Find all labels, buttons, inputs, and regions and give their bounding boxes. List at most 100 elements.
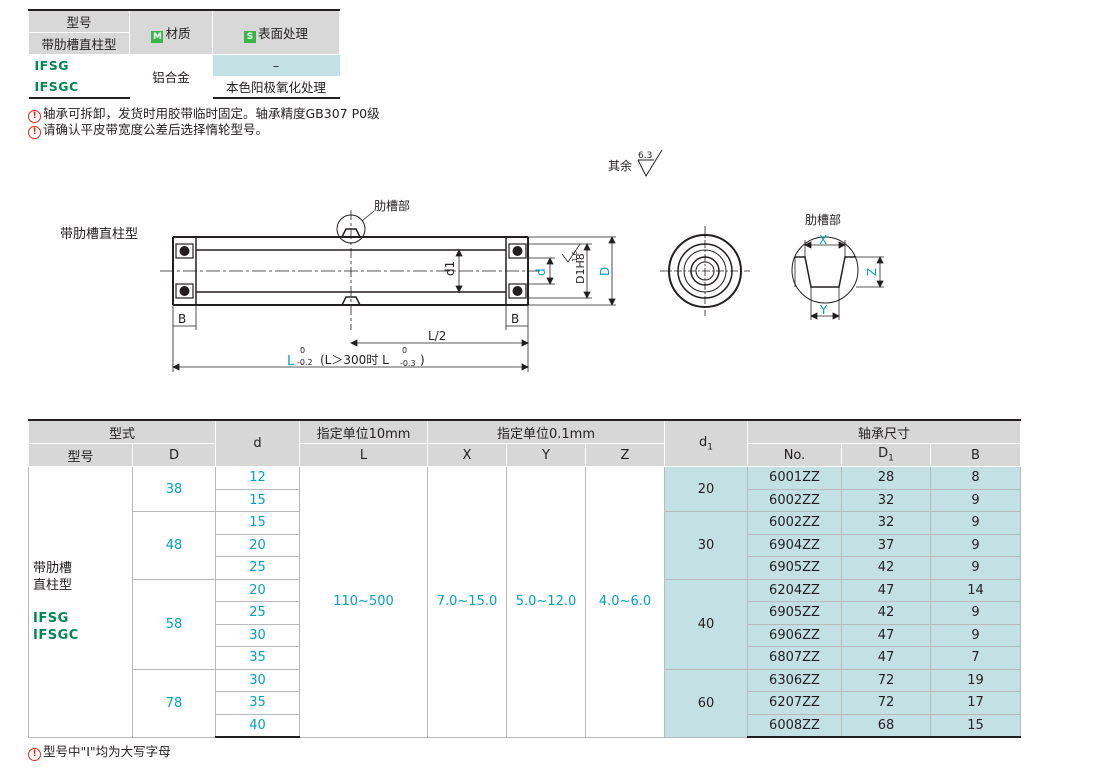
header-model: 型号: [28, 9, 130, 33]
warning-icon: !: [28, 126, 41, 139]
cell-D: 58: [132, 578, 216, 670]
table-row: 25 6905ZZ 42 9: [29, 556, 1021, 580]
cell-d: 40: [215, 713, 300, 738]
h-D1-text: D: [878, 446, 889, 462]
note-1-text: 轴承可拆卸，发货时用胶带临时固定。轴承精度GB307 P0级: [43, 106, 380, 121]
table-row: 15 6002ZZ 32 9: [29, 488, 1021, 512]
h-unit01: 指定单位0.1mm: [427, 419, 665, 444]
dim-B-left: B: [178, 312, 186, 326]
cell-bearing-D1: 68: [841, 713, 931, 738]
h-D: D: [132, 443, 216, 467]
cell-bearing-D1: 37: [841, 533, 931, 557]
cell-bearing-B: 8: [930, 466, 1021, 490]
h-d1-text: d: [699, 434, 708, 450]
table-row: 35 6807ZZ 47 7: [29, 646, 1021, 670]
dim-L-cond-tol-upper: 0: [402, 346, 407, 355]
roller-side-view: [160, 210, 540, 330]
note-2-text: 请确认平皮带宽度公差后选择惰轮型号。: [43, 122, 269, 137]
cell-bearing-D1: 32: [841, 511, 931, 535]
cell-bearing-B: 9: [930, 601, 1021, 625]
type-name-2: 直柱型: [33, 577, 73, 593]
warning-icon: !: [28, 110, 41, 123]
type-code-ifsg: IFSG: [33, 610, 69, 626]
table-row: 35 6207ZZ 72 17: [29, 691, 1021, 715]
table-row: 58 20 40 6204ZZ 47 14: [29, 578, 1021, 670]
code-ifsgc: IFSGC: [28, 76, 130, 99]
cell-bearing-D1: 47: [841, 646, 931, 670]
cell-bearing-D1: 42: [841, 556, 931, 580]
table-row: 带肋槽 直柱型 IFSG IFSGC 38 12 110~500 7.0~15.…: [28, 466, 1021, 738]
cell-d: 20: [215, 578, 300, 602]
dim-L-tol-upper: 0: [300, 346, 305, 355]
note-2: !请确认平皮带宽度公差后选择惰轮型号。: [28, 119, 268, 139]
h-D1-sub: 1: [888, 453, 894, 464]
rib-label: 肋槽部: [374, 198, 410, 213]
type-cell: 带肋槽 直柱型 IFSG IFSGC: [28, 466, 133, 738]
h-D1: D1: [841, 443, 931, 467]
dim-B-right: B: [511, 312, 519, 326]
cell-bearing-B: 15: [930, 713, 1021, 738]
table-row: 40 6008ZZ 68 15: [29, 713, 1021, 738]
cell-bearing-no: 6002ZZ: [747, 511, 842, 535]
cell-bearing-no: 6008ZZ: [747, 713, 842, 738]
surface-tag: S: [243, 30, 256, 43]
cell-D: 38: [132, 466, 216, 512]
cell-bearing-B: 9: [930, 488, 1021, 512]
cell-d1: 20: [664, 466, 748, 512]
h-d1: d1: [664, 419, 748, 467]
roughness-value: 6.3: [638, 151, 652, 161]
spec-table: 型式 d 指定单位10mm 指定单位0.1mm d1 轴承尺寸 型号 D L X…: [28, 419, 1021, 738]
dim-L-main: L: [287, 354, 295, 369]
dim-L-cond-end: ): [420, 353, 425, 367]
cell-D: 78: [132, 668, 216, 738]
cell-D: 48: [132, 511, 216, 580]
dim-D: D: [598, 267, 612, 276]
cell-bearing-D1: 42: [841, 601, 931, 625]
cell-d1: 40: [664, 578, 748, 670]
type-name-1: 带肋槽: [33, 560, 73, 576]
header-type: 带肋槽直柱型: [28, 32, 130, 55]
cell-d: 12: [215, 466, 300, 490]
h-bearing: 轴承尺寸: [747, 419, 1021, 444]
cell-d: 25: [215, 601, 300, 625]
note-1: !轴承可拆卸，发货时用胶带临时固定。轴承精度GB307 P0级: [28, 103, 380, 123]
h-Z: Z: [585, 443, 665, 467]
material-tag: M: [151, 30, 164, 43]
cell-bearing-B: 9: [930, 511, 1021, 535]
dim-L-cond-tol-lower: -0.3: [400, 359, 416, 368]
header-surface-label: 表面处理: [257, 25, 308, 41]
cell-bearing-no: 6204ZZ: [747, 578, 842, 602]
technical-drawing: 其余 6.3 带肋槽直柱型 肋槽部: [60, 149, 884, 372]
cell-d1: 60: [664, 668, 748, 738]
cell-Z-range: 4.0~6.0: [585, 466, 665, 738]
cell-d: 35: [215, 691, 300, 715]
cell-bearing-D1: 72: [841, 668, 931, 692]
header-material-label: 材质: [165, 25, 191, 41]
cell-bearing-no: 6001ZZ: [747, 466, 842, 490]
rib-section-detail: [791, 236, 859, 304]
dim-L-cond: (L＞300时 L: [320, 353, 389, 367]
table-row: 48 15 30 6002ZZ 32 9: [29, 511, 1021, 580]
dim-X: X: [819, 233, 827, 247]
h-L: L: [299, 443, 428, 467]
cell-bearing-B: 9: [930, 533, 1021, 557]
cell-bearing-B: 7: [930, 646, 1021, 670]
cell-bearing-B: 17: [930, 691, 1021, 715]
cell-bearing-no: 6807ZZ: [747, 646, 842, 670]
cell-bearing-no: 6207ZZ: [747, 691, 842, 715]
cell-d: 15: [215, 488, 300, 512]
cell-L-range: 110~500: [299, 466, 428, 738]
roughness-symbol-icon: [637, 149, 663, 178]
h-d: d: [215, 419, 300, 467]
dim-d1: d1: [443, 261, 457, 276]
cell-d: 15: [215, 511, 300, 535]
cell-bearing-B: 9: [930, 556, 1021, 580]
roller-end-view: [660, 226, 750, 316]
dim-D1H8: D1H8: [574, 253, 587, 284]
table-row: 30 6906ZZ 47 9: [29, 623, 1021, 647]
surface-value-ifsg: –: [212, 54, 340, 76]
cell-bearing-no: 6905ZZ: [747, 556, 842, 580]
